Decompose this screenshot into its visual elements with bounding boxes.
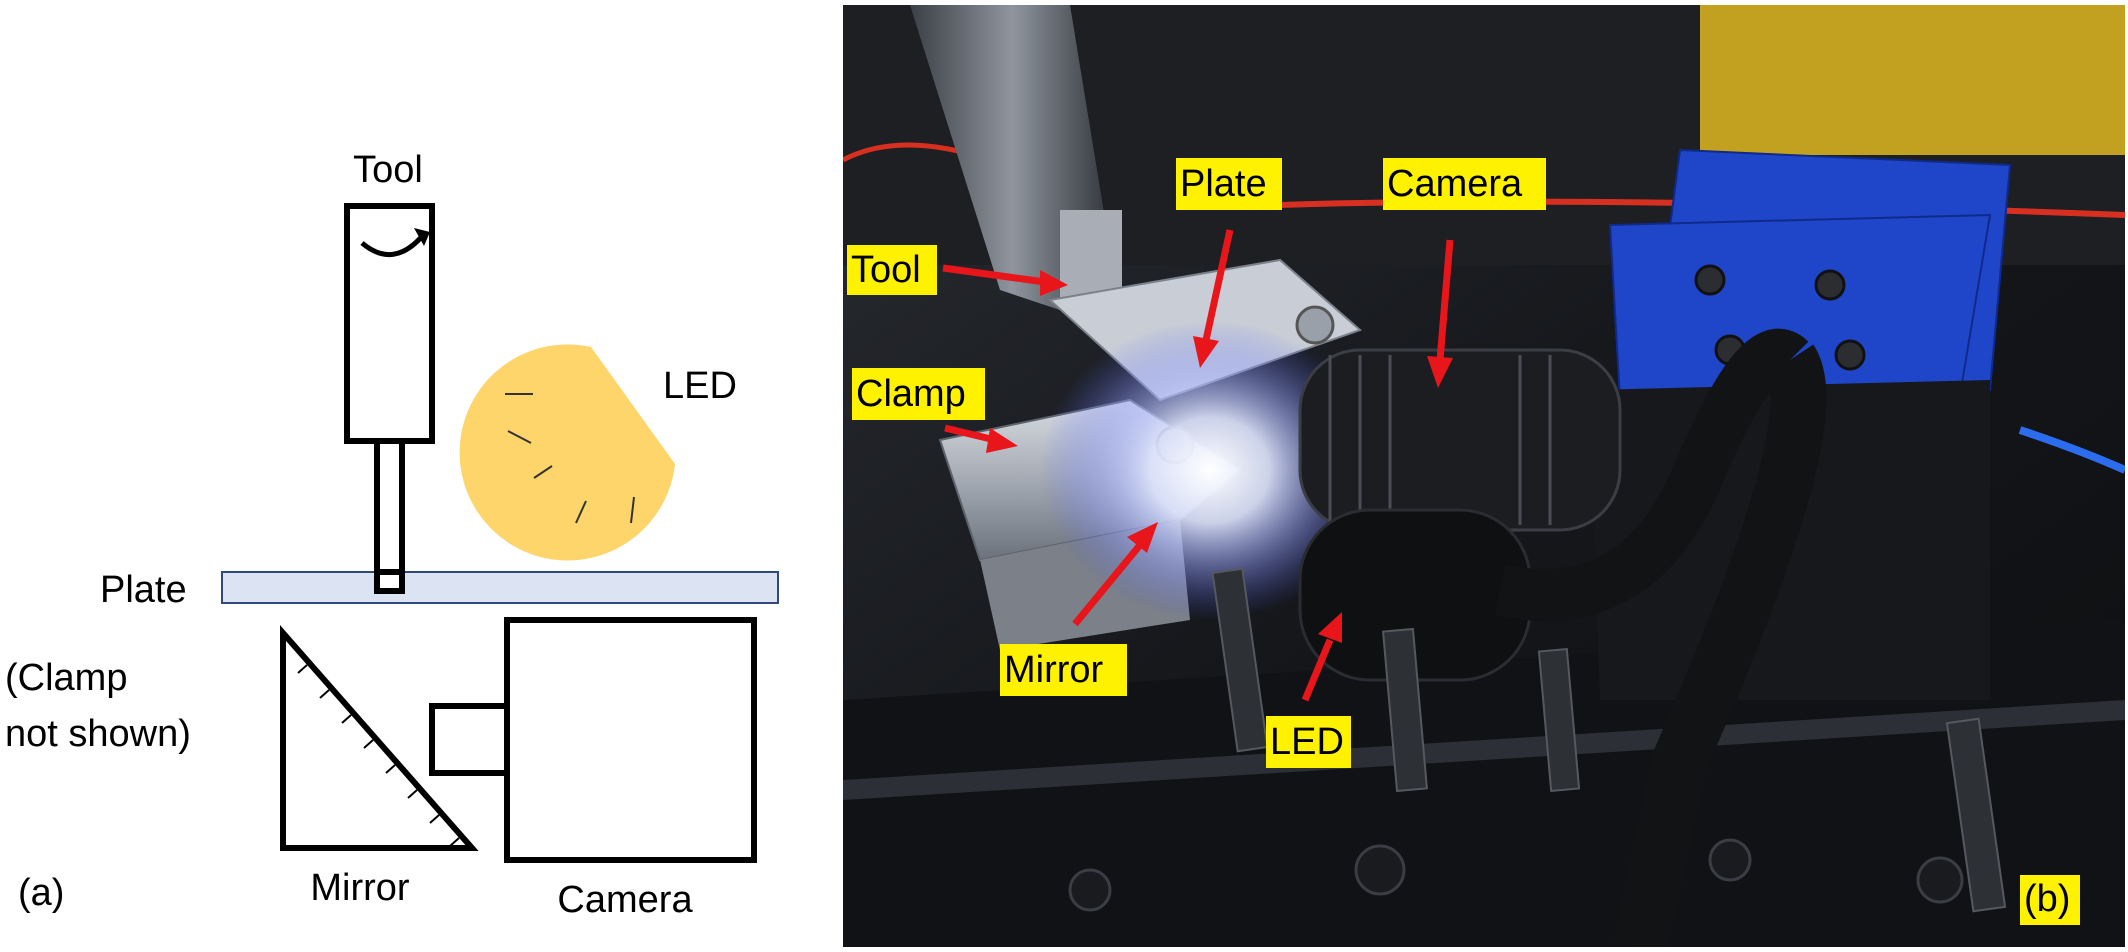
svg-text:Clamp: Clamp xyxy=(856,373,966,415)
arrow-mirror-head xyxy=(1127,522,1158,553)
rotation-arrow-icon xyxy=(360,232,426,258)
label-clamp-note-1: (Clamp xyxy=(5,657,127,699)
label-clamp-note-2: not shown) xyxy=(5,713,191,755)
arrow-camera xyxy=(1436,239,1454,361)
photo-label-b-tag: (b) xyxy=(2020,875,2080,925)
arrow-camera-head xyxy=(1427,356,1453,388)
svg-text:Plate: Plate xyxy=(1180,163,1267,205)
svg-text:Camera: Camera xyxy=(1387,163,1523,205)
svg-text:LED: LED xyxy=(1270,721,1344,763)
svg-text:(b): (b) xyxy=(2024,878,2070,920)
tool-pin-tip xyxy=(374,569,405,594)
label-led: LED xyxy=(663,365,737,407)
led-rays xyxy=(505,393,635,524)
photo-label-led: LED xyxy=(1266,716,1351,768)
panel-b-photo: Tool Plate Camera Clamp Mirror LED (b) xyxy=(843,5,2125,947)
arrow-tool-head xyxy=(1040,270,1068,296)
photo-scene xyxy=(843,5,2125,947)
arrow-clamp xyxy=(944,424,996,444)
photo-label-camera: Camera xyxy=(1383,158,1546,210)
mirror-prism xyxy=(280,625,479,851)
arrow-led-head xyxy=(1318,612,1342,643)
photo-label-plate: Plate xyxy=(1176,158,1282,210)
arrow-mirror xyxy=(1072,542,1143,627)
photo-label-mirror: Mirror xyxy=(1000,644,1127,696)
photo-arrows xyxy=(942,229,1454,702)
plate-bar xyxy=(221,571,779,604)
arrow-plate xyxy=(1202,229,1234,341)
arrow-led xyxy=(1301,638,1334,702)
panel-a-tag: (a) xyxy=(18,872,64,914)
tool-pin xyxy=(374,438,405,594)
camera-body xyxy=(504,617,757,863)
photo-label-clamp: Clamp xyxy=(852,368,985,420)
label-camera: Camera xyxy=(557,879,693,921)
arrow-plate-head xyxy=(1193,336,1219,368)
panel-a-schematic: Tool LED Plate (Clamp not shown) xyxy=(5,149,779,921)
arrow-clamp-head xyxy=(986,428,1018,453)
arrow-tool xyxy=(942,264,1046,286)
photo-label-tool: Tool xyxy=(847,245,937,295)
camera-lens xyxy=(429,703,510,776)
rotation-arrowhead-icon xyxy=(414,228,430,246)
label-mirror: Mirror xyxy=(310,867,410,909)
mirror-hatching xyxy=(297,664,460,847)
svg-text:Tool: Tool xyxy=(851,249,921,291)
led-icon xyxy=(459,344,675,561)
svg-text:Mirror: Mirror xyxy=(1004,649,1104,691)
label-plate: Plate xyxy=(100,569,187,611)
label-tool: Tool xyxy=(353,149,423,191)
